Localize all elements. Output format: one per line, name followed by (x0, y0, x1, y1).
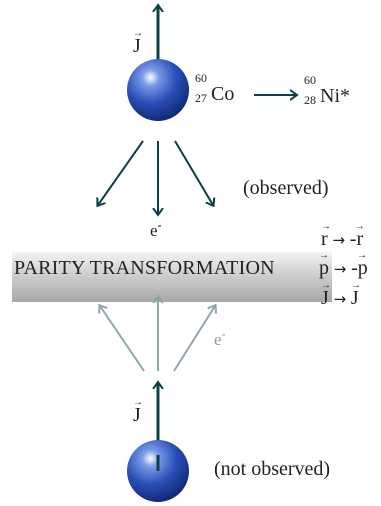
observed-label: (observed) (243, 177, 329, 199)
parity-title: PARITY TRANSFORMATION (14, 257, 275, 279)
nickel-atomic-number: 28 (304, 93, 316, 107)
bottom-electron-arrow-left (100, 306, 145, 372)
top-electron-label: e- (150, 218, 162, 240)
rule-spin: →J → →J (321, 280, 361, 309)
not-observed-label: (not observed) (214, 458, 331, 480)
parity-band (12, 252, 332, 302)
cobalt-mass-number: 60 (195, 71, 207, 85)
cobalt-atomic-number: 27 (195, 91, 207, 105)
bottom-electron-arrow-right (173, 306, 215, 372)
bottom-spin-label: →J (133, 397, 143, 426)
nickel-mass-number: 60 (304, 73, 316, 87)
rule-position: →r → →-r (321, 221, 365, 250)
cobalt-label: 60 27 Co (195, 72, 234, 106)
top-nucleus-sphere (127, 59, 189, 121)
nickel-symbol: Ni* (320, 85, 350, 107)
cobalt-symbol: Co (211, 83, 235, 105)
top-electron-arrow-left (98, 140, 144, 205)
top-spin-label: →J (133, 28, 143, 57)
top-electron-arrow-right (174, 140, 213, 205)
bottom-electron-label: e- (214, 327, 226, 349)
rule-momentum: →p → →-p (319, 250, 368, 279)
nickel-label: 60 28 Ni* (304, 74, 350, 108)
